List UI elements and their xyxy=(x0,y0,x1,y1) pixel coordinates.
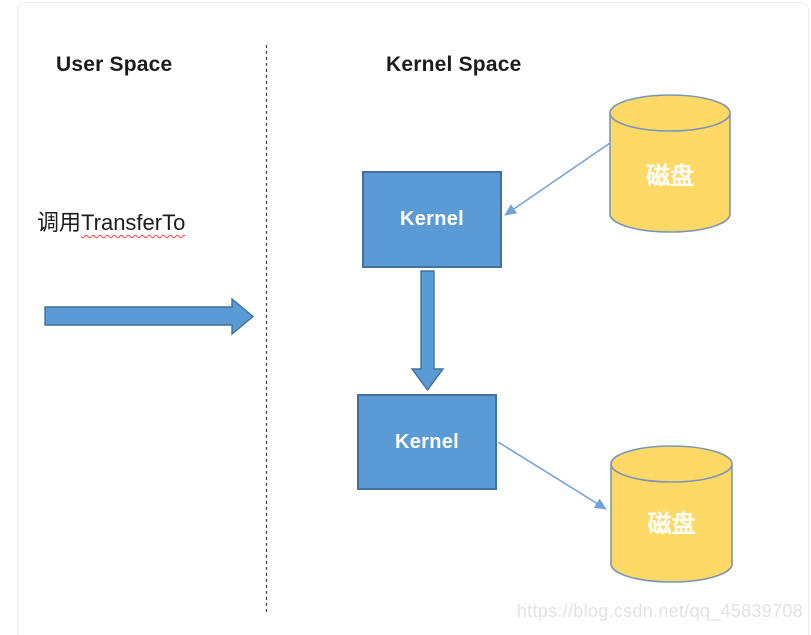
call-method-label: TransferTo xyxy=(81,210,186,235)
transferto-call-label: 调用TransferTo xyxy=(37,205,185,237)
watermark-url: https://blog.csdn.net/qq_45839708 xyxy=(516,601,803,621)
disk-to-kernel-connector xyxy=(504,142,611,216)
kernel-space-title: Kernel Space xyxy=(386,53,522,76)
kernel-box-top-label: Kernel xyxy=(399,208,465,230)
disk-cylinder-top: 磁盘 xyxy=(609,94,731,233)
kernel-to-disk-connector xyxy=(497,441,607,510)
disk-cylinder-bottom: 磁盘 xyxy=(610,445,733,583)
kernel-box-top: Kernel xyxy=(362,171,502,268)
disk-bottom-label: 磁盘 xyxy=(648,510,696,538)
user-space-title: User Space xyxy=(56,53,173,76)
call-prefix-label: 调用 xyxy=(37,210,82,235)
kernel-to-kernel-arrow xyxy=(410,270,445,392)
user-to-kernel-arrow xyxy=(44,297,255,336)
disk-top-label: 磁盘 xyxy=(646,162,694,190)
kernel-box-bottom: Kernel xyxy=(357,394,497,490)
kernel-box-bottom-label: Kernel xyxy=(394,430,460,453)
